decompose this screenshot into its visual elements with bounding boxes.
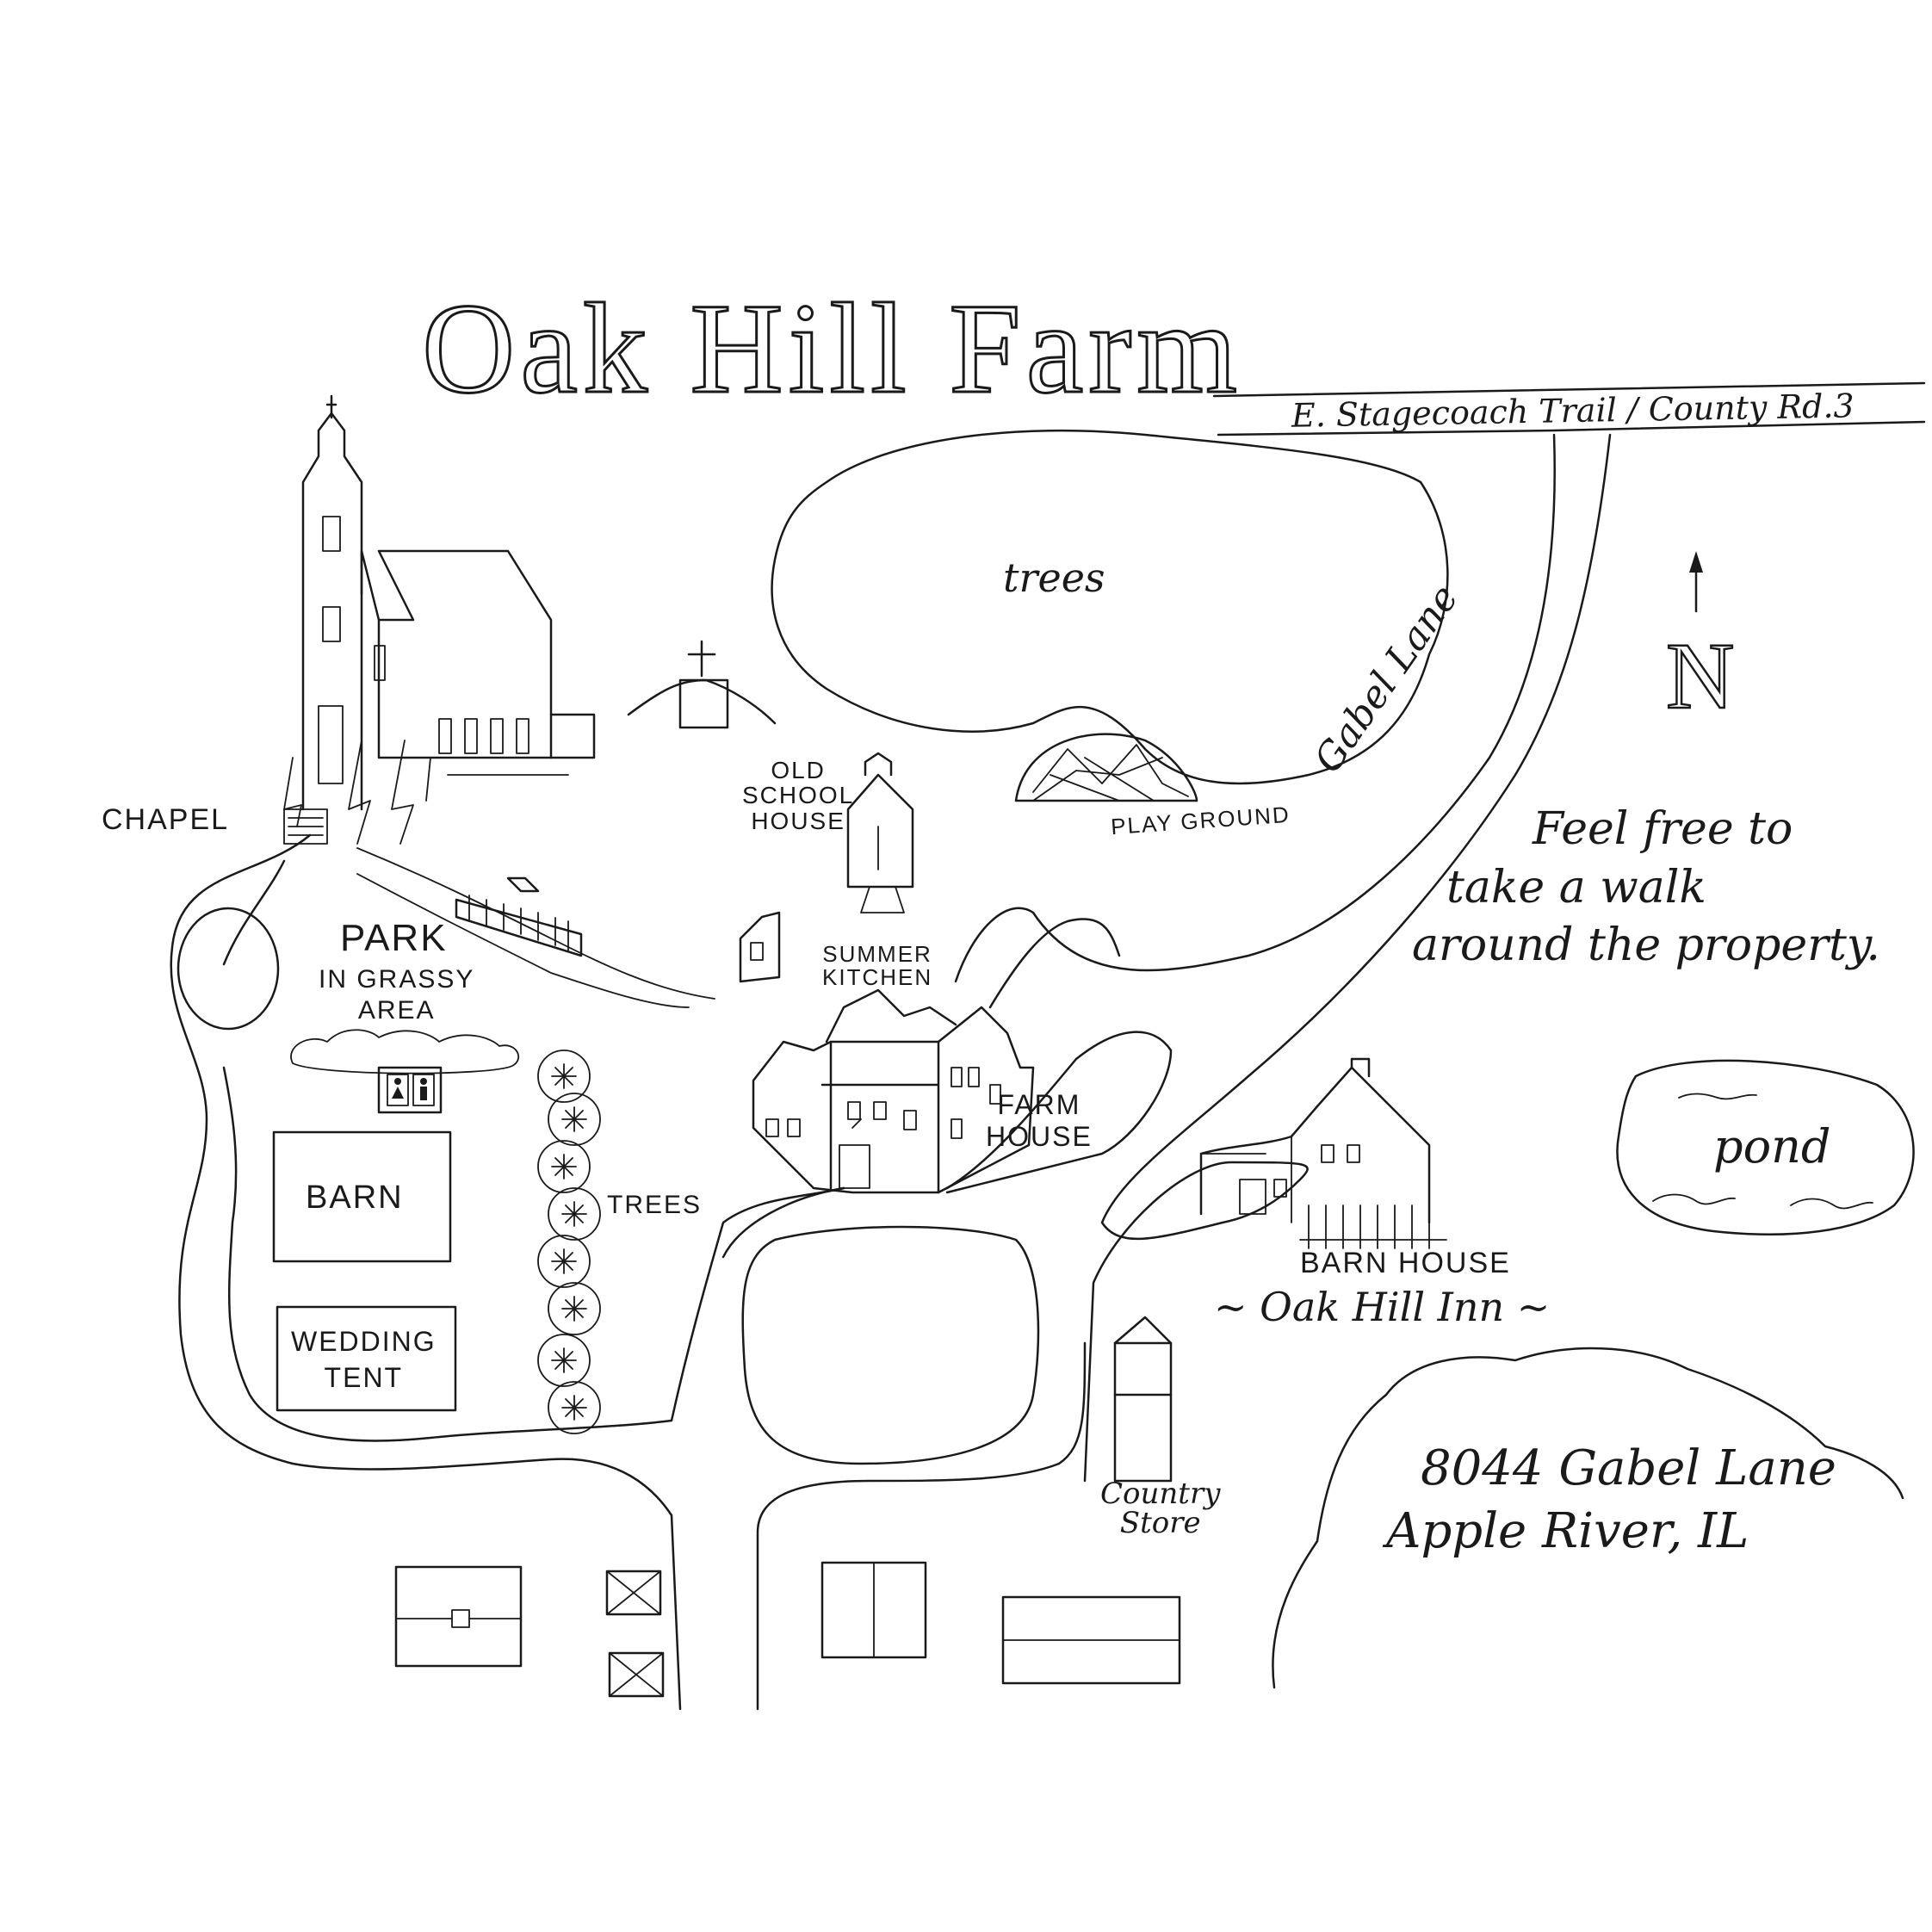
fence xyxy=(455,876,583,957)
shed xyxy=(739,911,781,983)
summer-kitchen-label: SUMMER KITCHEN xyxy=(822,941,933,991)
trees-area xyxy=(771,429,1449,785)
gabel-lane-road xyxy=(954,433,1612,1483)
wedding-tent xyxy=(276,1305,457,1412)
barn-building xyxy=(272,1130,452,1263)
tree-circle xyxy=(537,1050,591,1103)
country-store-label: Country Store xyxy=(1100,1477,1221,1540)
pond-label: pond xyxy=(1713,1119,1831,1173)
north-arrow-icon xyxy=(1689,551,1703,613)
loop-road xyxy=(170,833,1087,1711)
walk-note: Feel free to take a walk around the prop… xyxy=(1412,803,1880,972)
restroom-icon xyxy=(377,1066,443,1114)
trees-row-label: TREES xyxy=(607,1191,703,1219)
tree-star xyxy=(551,1154,577,1180)
old-school-house xyxy=(846,752,914,913)
old-school-house-label: OLD SCHOOL HOUSE xyxy=(742,757,855,834)
address-area xyxy=(1272,1347,1904,1689)
trees-label: trees xyxy=(1003,554,1105,601)
roundabout-oval xyxy=(176,907,280,1031)
tree-star xyxy=(551,1063,577,1089)
playground-dome xyxy=(1014,733,1198,802)
pond xyxy=(1616,1059,1915,1235)
chapel-building xyxy=(283,394,596,845)
walking-path xyxy=(356,847,715,1000)
tree-star xyxy=(551,1248,577,1274)
wedding-tent-label: WEDDING TENT xyxy=(291,1326,437,1393)
stagecoach-trail-label: E. Stagecoach Trail / County Rd.3 xyxy=(1291,387,1855,435)
park-label: PARK xyxy=(340,917,448,959)
bottom-plots xyxy=(394,1561,1181,1698)
tree-star xyxy=(561,1106,587,1132)
park-subtitle: IN GRASSY AREA xyxy=(319,965,475,1025)
farm-house-label: FARM HOUSE xyxy=(986,1089,1093,1152)
address: 8044 Gabel Lane Apple River, IL xyxy=(1386,1440,1836,1559)
chapel-label: CHAPEL xyxy=(102,803,230,836)
tree-star xyxy=(561,1395,587,1421)
cross-monument xyxy=(627,640,777,729)
farm-house-yard xyxy=(945,1031,1173,1194)
stagecoach-trail-road xyxy=(1212,381,1926,437)
tree-star xyxy=(561,1201,587,1227)
tree-row xyxy=(537,1050,601,1434)
tree-circle xyxy=(548,1381,601,1434)
barn-house-building xyxy=(1199,1057,1447,1249)
grassy-area-shrubs xyxy=(290,1029,520,1074)
tree-circle xyxy=(548,1093,601,1146)
tree-circle xyxy=(548,1187,601,1241)
tree-circle xyxy=(537,1235,591,1288)
map-title: Oak Hill Farm xyxy=(421,277,1242,420)
tree-star xyxy=(551,1347,577,1373)
tree-circle xyxy=(537,1334,591,1387)
tree-circle xyxy=(548,1282,601,1335)
tree-circle xyxy=(537,1140,591,1193)
oak-hill-inn-label: ~ Oak Hill Inn ~ xyxy=(1214,1284,1551,1330)
country-store-building xyxy=(1113,1316,1173,1483)
center-lawn xyxy=(741,1225,1040,1465)
tree-star xyxy=(561,1296,587,1322)
north-letter: N xyxy=(1665,623,1736,728)
farm-house-building xyxy=(752,988,1035,1194)
barn-house-label: BARN HOUSE xyxy=(1300,1247,1511,1279)
barn-label: BARN xyxy=(306,1180,404,1216)
